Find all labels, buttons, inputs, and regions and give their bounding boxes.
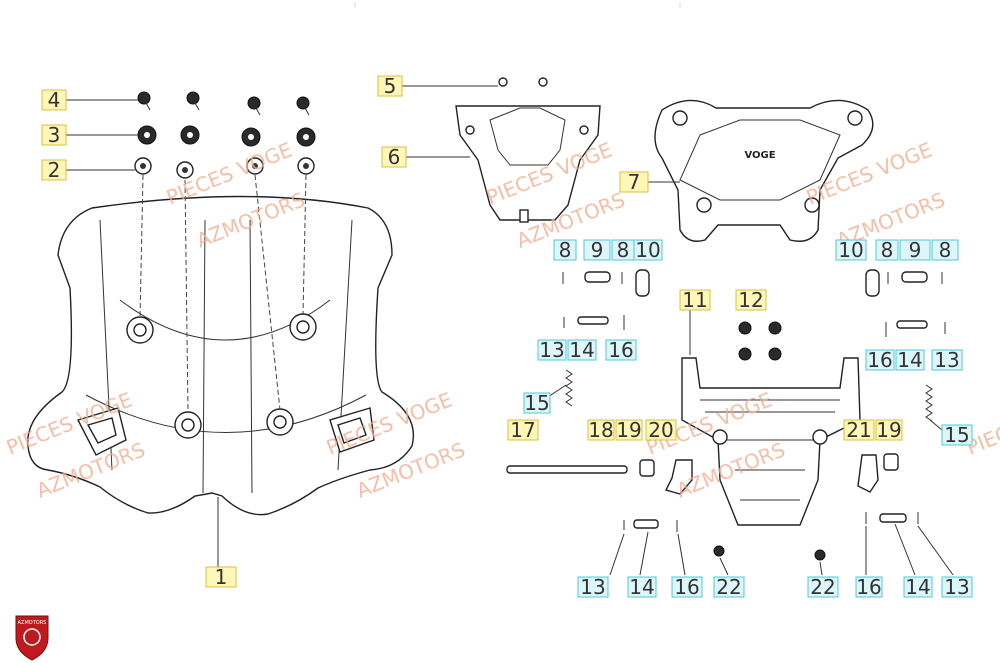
hardware-screws (137, 91, 310, 116)
svg-text:16: 16 (674, 575, 699, 599)
svg-text:9: 9 (591, 238, 604, 262)
svg-text:3: 3 (48, 123, 61, 147)
callout-20[interactable]: 20 (645, 418, 677, 442)
callout-13-b[interactable]: 13 (931, 348, 963, 372)
callout-18[interactable]: 18 (587, 418, 615, 442)
windshield-part (27, 195, 414, 516)
callout-10-a[interactable]: 10 (633, 238, 663, 262)
callout-13-c[interactable]: 13 (577, 575, 609, 599)
callout-8-c[interactable]: 8 (875, 238, 899, 262)
callout-13-a[interactable]: 13 (537, 338, 567, 362)
callout-16-c[interactable]: 16 (671, 575, 703, 599)
svg-text:8: 8 (939, 238, 952, 262)
callout-9-b[interactable]: 9 (899, 238, 931, 262)
callout-15-a[interactable]: 15 (523, 391, 551, 415)
callout-22-b[interactable]: 22 (807, 575, 839, 599)
callout-16-d[interactable]: 16 (855, 575, 883, 599)
callout-8-b[interactable]: 8 (611, 238, 635, 262)
svg-text:9: 9 (909, 238, 922, 262)
logo-text: AZMOTORS (18, 620, 47, 626)
callout-12[interactable]: 12 (735, 288, 767, 312)
bracket-part-6 (455, 77, 601, 223)
svg-text:7: 7 (628, 170, 641, 194)
callout-13-d[interactable]: 13 (941, 575, 973, 599)
svg-text:13: 13 (539, 338, 564, 362)
svg-text:16: 16 (608, 338, 633, 362)
callout-16-b[interactable]: 16 (865, 348, 895, 372)
callout-2[interactable]: 2 (41, 158, 67, 182)
callout-14-d[interactable]: 14 (903, 575, 933, 599)
svg-text:10: 10 (635, 238, 660, 262)
svg-text:12: 12 (738, 288, 763, 312)
callout-19-left[interactable]: 19 (615, 418, 643, 442)
svg-text:22: 22 (716, 575, 741, 599)
svg-text:8: 8 (559, 238, 572, 262)
svg-text:16: 16 (856, 575, 881, 599)
svg-text:10: 10 (838, 238, 863, 262)
svg-text:14: 14 (629, 575, 654, 599)
callout-10-b[interactable]: 10 (835, 238, 867, 262)
svg-text:20: 20 (648, 418, 673, 442)
svg-text:19: 19 (876, 418, 901, 442)
frame-part-11 (681, 357, 861, 526)
svg-text:1: 1 (215, 565, 228, 589)
callout-14-b[interactable]: 14 (895, 348, 925, 372)
callout-3[interactable]: 3 (41, 123, 67, 147)
svg-text:14: 14 (569, 338, 594, 362)
callout-16-a[interactable]: 16 (605, 338, 637, 362)
callout-1[interactable]: 1 (205, 565, 237, 589)
svg-text:13: 13 (580, 575, 605, 599)
hardware-grommets (137, 125, 316, 147)
svg-text:18: 18 (588, 418, 613, 442)
small-hardware (506, 269, 946, 561)
nuts-part-12 (738, 321, 782, 361)
svg-text:4: 4 (48, 88, 61, 112)
svg-text:11: 11 (682, 288, 707, 312)
callout-19-right[interactable]: 19 (875, 418, 903, 442)
svg-text:13: 13 (934, 348, 959, 372)
svg-text:15: 15 (524, 391, 549, 415)
svg-text:19: 19 (616, 418, 641, 442)
svg-text:5: 5 (384, 74, 397, 98)
callout-9-a[interactable]: 9 (583, 238, 611, 262)
callout-7[interactable]: 7 (619, 170, 649, 194)
alignment-lines (139, 174, 307, 413)
svg-text:2: 2 (48, 158, 61, 182)
svg-text:8: 8 (617, 238, 630, 262)
callout-15-b[interactable]: 15 (941, 423, 973, 447)
callout-4[interactable]: 4 (41, 88, 67, 112)
callout-leaders (66, 85, 954, 576)
svg-text:16: 16 (867, 348, 892, 372)
svg-text:17: 17 (510, 418, 535, 442)
callout-14-c[interactable]: 14 (627, 575, 657, 599)
callout-21[interactable]: 21 (843, 418, 875, 442)
svg-text:21: 21 (846, 418, 871, 442)
callout-5[interactable]: 5 (377, 74, 403, 98)
callout-17[interactable]: 17 (507, 418, 539, 442)
svg-text:14: 14 (897, 348, 922, 372)
callout-11[interactable]: 11 (679, 288, 711, 312)
svg-text:15: 15 (944, 423, 969, 447)
callout-14-a[interactable]: 14 (567, 338, 597, 362)
svg-text:14: 14 (905, 575, 930, 599)
svg-text:8: 8 (881, 238, 894, 262)
callout-22-a[interactable]: 22 (713, 575, 745, 599)
svg-text:6: 6 (388, 145, 401, 169)
svg-text:13: 13 (944, 575, 969, 599)
azmotors-logo: AZMOTORS (15, 615, 49, 661)
hardware-washers (134, 157, 315, 179)
bracket-part-7: VOGE (654, 99, 874, 242)
svg-text:22: 22 (810, 575, 835, 599)
callout-8-d[interactable]: 8 (931, 238, 959, 262)
callout-8-a[interactable]: 8 (553, 238, 577, 262)
callout-6[interactable]: 6 (381, 145, 407, 169)
voge-logo-text: VOGE (744, 150, 775, 161)
